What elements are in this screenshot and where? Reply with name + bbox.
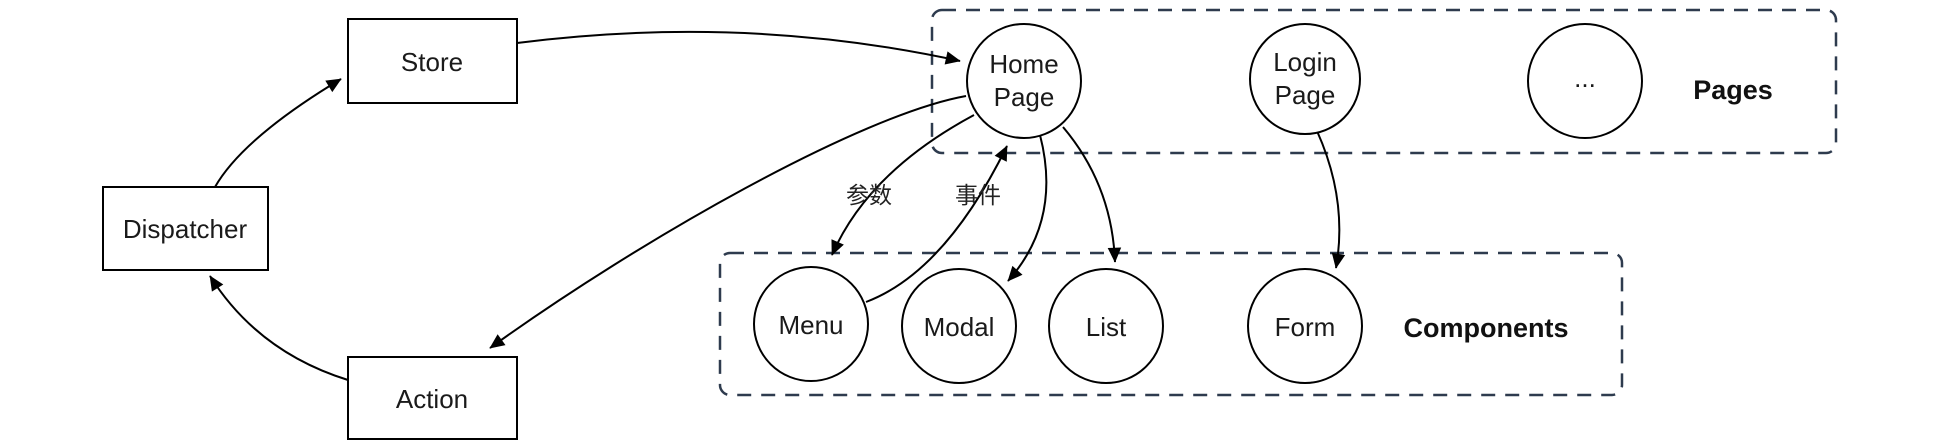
node-modal: Modal: [901, 268, 1017, 384]
node-list: List: [1048, 268, 1164, 384]
edge-home-page-to-list: [1062, 126, 1122, 263]
login-page-label-line1: Login: [1273, 47, 1337, 77]
login-page-label-line2: Page: [1275, 80, 1336, 110]
more-pages-label: ...: [1574, 63, 1596, 93]
action-label: Action: [396, 384, 468, 414]
menu-label: Menu: [778, 310, 843, 340]
home-page-label-line1: Home: [989, 49, 1058, 79]
modal-label: Modal: [924, 312, 995, 342]
store-label: Store: [401, 47, 463, 77]
node-more-pages: ...: [1527, 23, 1643, 139]
node-login-page: Login Page: [1249, 23, 1361, 135]
form-label: Form: [1275, 312, 1336, 342]
components-group-box: [718, 251, 1624, 397]
dispatcher-label: Dispatcher: [123, 214, 248, 244]
node-home-page: Home Page: [966, 23, 1082, 139]
edge-store-to-home-page: [516, 30, 961, 65]
edge-dispatcher-to-store: [214, 78, 342, 188]
node-store: Store: [347, 18, 518, 104]
edge-label-params: 参数: [846, 182, 892, 208]
node-menu: Menu: [753, 266, 869, 382]
node-dispatcher: Dispatcher: [102, 186, 269, 271]
pages-group-label: Pages: [1693, 75, 1773, 105]
edge-home-page-to-menu-params: [831, 114, 975, 256]
edge-home-page-to-action: [489, 95, 967, 349]
node-form: Form: [1247, 268, 1363, 384]
components-group-label: Components: [1404, 313, 1569, 343]
edge-menu-to-home-page-events: [865, 145, 1008, 303]
edge-action-to-dispatcher: [209, 275, 349, 381]
home-page-label-line2: Page: [994, 82, 1055, 112]
pages-group-box: [930, 8, 1838, 155]
list-label: List: [1086, 312, 1127, 342]
edge-home-page-to-modal: [1007, 134, 1048, 282]
node-action: Action: [347, 356, 518, 440]
edge-label-events: 事件: [955, 182, 1001, 208]
edge-login-page-to-form: [1316, 130, 1346, 269]
